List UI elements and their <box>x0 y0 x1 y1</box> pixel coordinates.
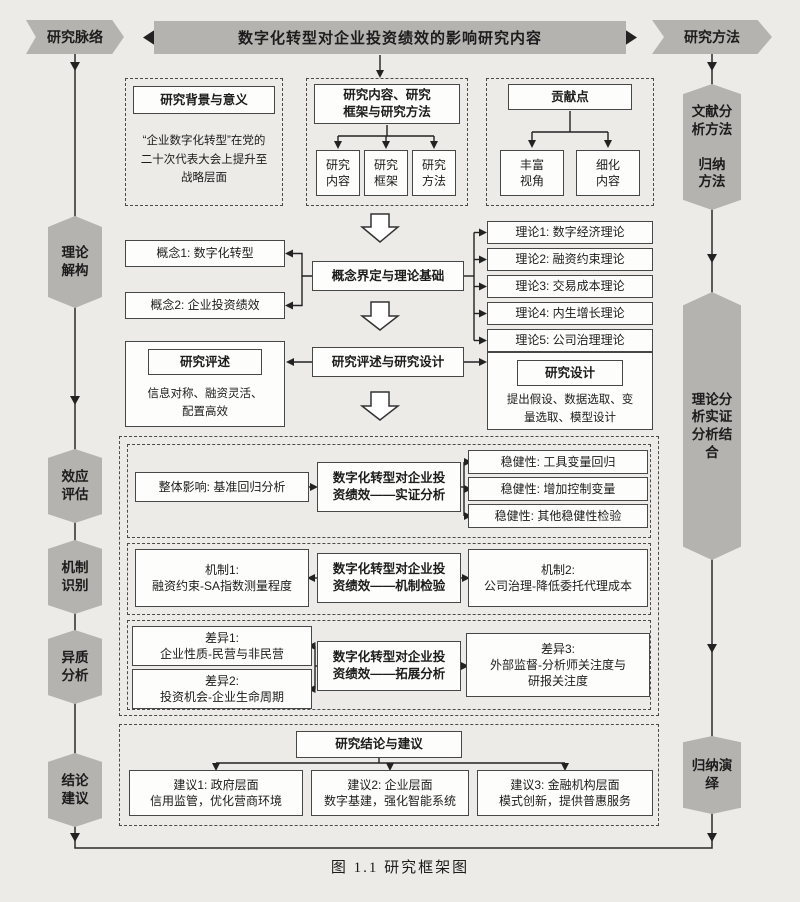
review-design-center-box: 研究评述与研究设计 <box>312 347 464 377</box>
review-title: 研究评述 <box>148 349 262 375</box>
conclusion-section <box>119 724 659 826</box>
flow-arrow-2 <box>359 301 401 331</box>
flow-block-arrows <box>359 213 401 421</box>
flow-arrow-3 <box>359 391 401 421</box>
method-literature-induction: 文献分 析方法 归纳 方法 <box>683 84 741 210</box>
suggestion-1-box: 建议1: 政府层面 信用监管，优化营商环境 <box>129 770 303 816</box>
background-title: 研究背景与意义 <box>133 86 275 114</box>
difference-1-box: 差异1: 企业性质-民营与非民营 <box>132 626 312 666</box>
contribution-title: 贡献点 <box>508 84 632 110</box>
suggestion-2-box: 建议2: 企业层面 数字基建，强化智能系统 <box>311 770 469 816</box>
theory-4-box: 理论4: 内生增长理论 <box>487 302 653 325</box>
difference-3-box: 差异3: 外部监督-分析师关注度与 研报关注度 <box>466 633 650 697</box>
framework-title: 研究内容、研究 框架与研究方法 <box>314 84 460 124</box>
background-body: “企业数字化转型”在党的 二十次代表大会上提升至 战略层面 <box>140 135 268 185</box>
robustness-3-box: 稳健性: 其他稳健性检验 <box>468 504 648 528</box>
flow-arrow-1 <box>359 213 401 243</box>
theory-1-box: 理论1: 数字经济理论 <box>487 221 653 244</box>
framework-section <box>306 78 468 206</box>
framework-item-content: 研究 内容 <box>316 150 360 196</box>
analysis-section <box>119 436 659 716</box>
framework-item-method: 研究 方法 <box>412 150 456 196</box>
contribution-item-content: 细化 内容 <box>576 150 640 196</box>
empirical-center-box: 数字化转型对企业投 资绩效——实证分析 <box>317 462 461 512</box>
concept-1-box: 概念1: 数字化转型 <box>125 240 285 267</box>
stage-mechanism-identification: 机制 识别 <box>48 540 102 614</box>
empirical-subsection <box>127 444 651 538</box>
mechanism-subsection <box>127 543 651 615</box>
mechanism-left-box: 机制1: 融资约束-SA指数测量程度 <box>135 549 309 607</box>
contribution-section <box>486 78 654 206</box>
difference-2-box: 差异2: 投资机会-企业生命周期 <box>132 669 312 709</box>
framework-item-frame: 研究 框架 <box>364 150 408 196</box>
connector-arrows <box>212 55 612 771</box>
concept-theory-center-box: 概念界定与理论基础 <box>312 261 464 291</box>
heterogeneity-center-box: 数字化转型对企业投 资绩效——拓展分析 <box>317 641 461 691</box>
mechanism-center-box: 数字化转型对企业投 资绩效——机制检验 <box>317 553 461 603</box>
method-induction-deduction: 归纳演 绎 <box>683 736 741 814</box>
conclusion-title-box: 研究结论与建议 <box>296 731 462 758</box>
empirical-left-box: 整体影响: 基准回归分析 <box>135 472 309 502</box>
robustness-2-box: 稳健性: 增加控制变量 <box>468 477 648 501</box>
mechanism-right-box: 机制2: 公司治理-降低委托代理成本 <box>468 549 648 607</box>
design-title: 研究设计 <box>517 360 623 386</box>
review-body: 信息对称、融资灵活、 配置高效 <box>147 387 263 418</box>
theory-2-box: 理论2: 融资约束理论 <box>487 248 653 271</box>
concept-2-box: 概念2: 企业投资绩效 <box>125 292 285 319</box>
suggestion-3-box: 建议3: 金融机构层面 模式创新，提供普惠服务 <box>477 770 653 816</box>
tab-research-thread: 研究脉络 <box>26 20 124 54</box>
theory-5-box: 理论5: 公司治理理论 <box>487 329 653 352</box>
robustness-1-box: 稳健性: 工具变量回归 <box>468 450 648 474</box>
figure-caption: 图 1.1 研究框架图 <box>330 860 470 876</box>
contribution-item-perspective: 丰富 视角 <box>500 150 564 196</box>
stage-effect-evaluation: 效应 评估 <box>48 449 102 523</box>
rail-arrowheads <box>70 29 717 842</box>
stage-heterogeneity-analysis: 异质 分析 <box>48 630 102 704</box>
theory-3-box: 理论3: 交易成本理论 <box>487 275 653 298</box>
stage-theory-deconstruction: 理论 解构 <box>48 216 102 308</box>
method-theory-empirical: 理论分 析实证 分析结 合 <box>683 292 741 560</box>
stage-conclusion-suggestion: 结论 建议 <box>48 753 102 827</box>
diagram-title: 数字化转型对企业投资绩效的影响研究内容 <box>154 21 626 54</box>
heterogeneity-subsection <box>127 620 651 710</box>
tab-research-method: 研究方法 <box>652 20 772 54</box>
background-section <box>125 78 283 206</box>
design-body: 提出假设、数据选取、变 量选取、模型设计 <box>506 393 634 424</box>
